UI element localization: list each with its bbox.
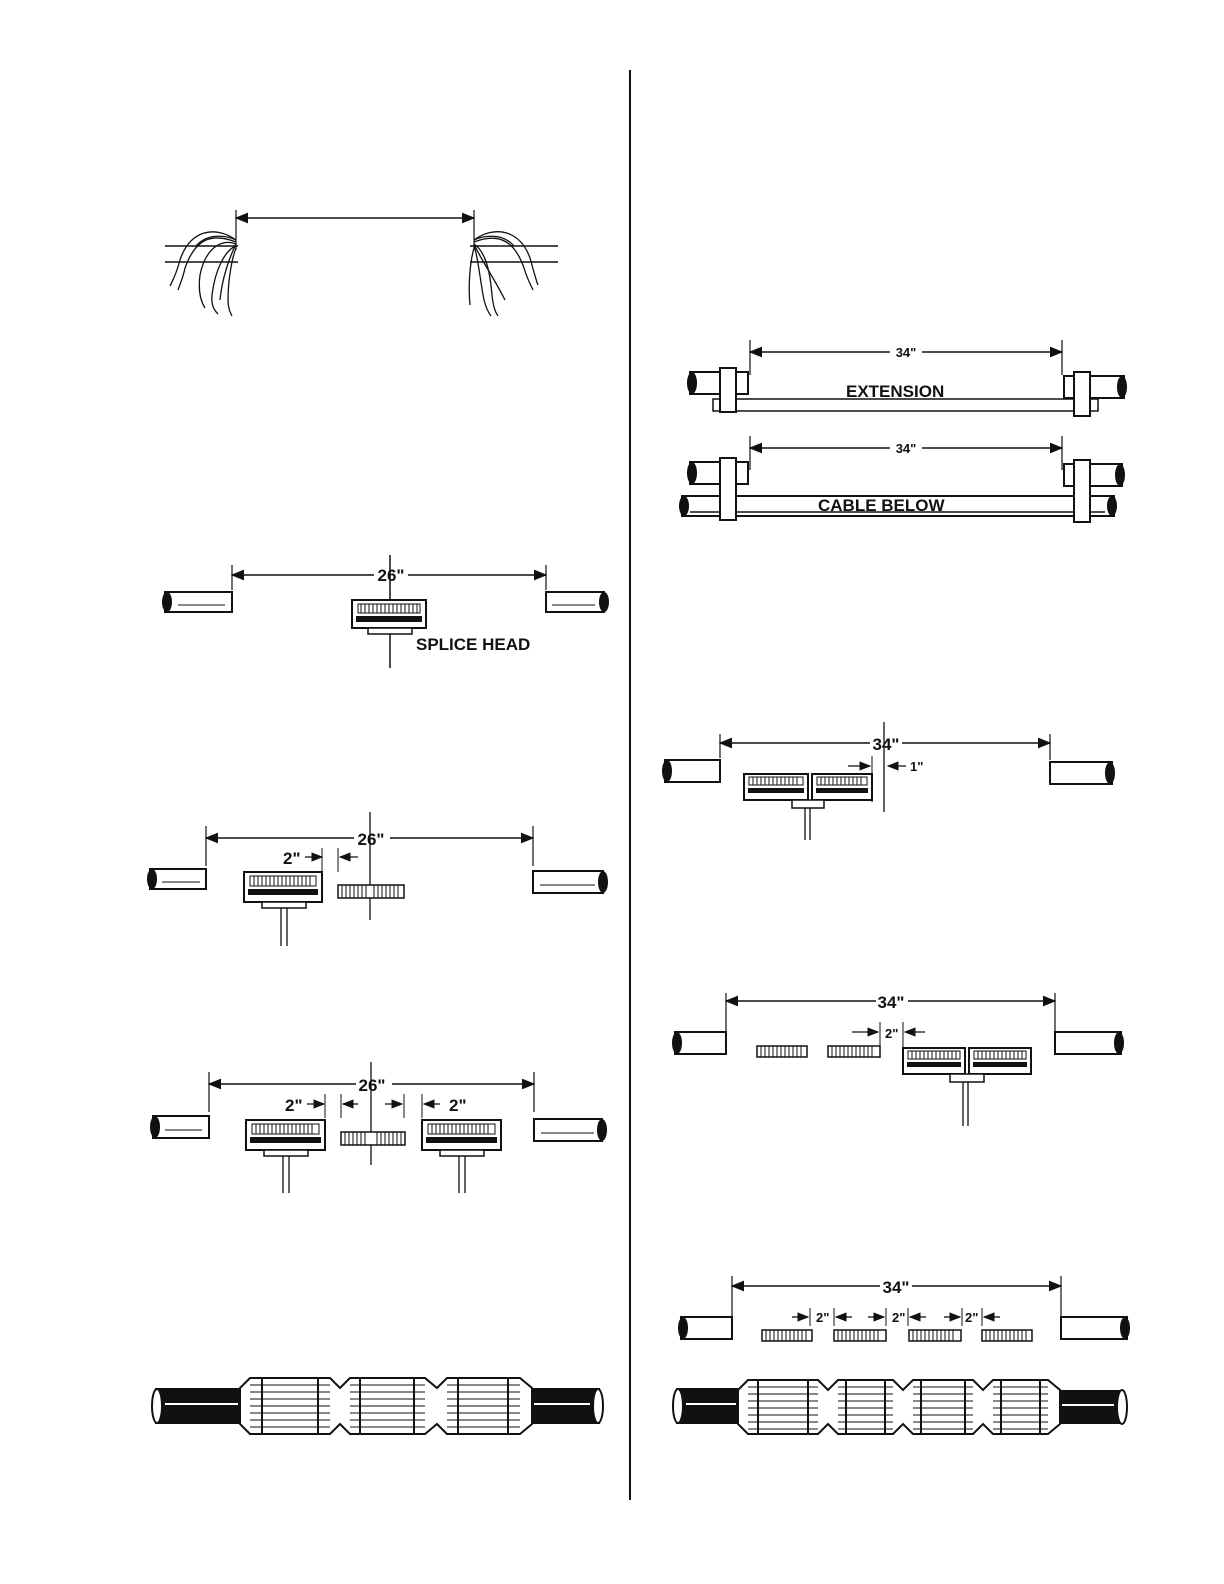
fig-26-splice-head: 26" SPLICE HEAD: [162, 555, 609, 668]
fig3-gap: 2": [283, 849, 301, 868]
connector-module: [338, 885, 404, 898]
fig-34-four-modules: 34" 2" 2" 2": [678, 1276, 1130, 1341]
splice-head-right: [422, 1120, 501, 1193]
four-modules-gap-1: 2": [816, 1310, 829, 1325]
cable-below-label: CABLE BELOW: [818, 496, 946, 515]
fig-34-double-head: 34" 1": [662, 722, 1115, 840]
two-modules-gap: 2": [885, 1026, 898, 1041]
cable-end-right: [546, 592, 609, 612]
double-head-offset: 1": [910, 759, 923, 774]
right-wire-bundle: [469, 232, 538, 316]
fig4-gap-right: 2": [449, 1096, 467, 1115]
extension-dimension: 34": [896, 345, 917, 360]
module-2: [828, 1046, 880, 1057]
four-modules-gap-3: 2": [965, 1310, 978, 1325]
fig-34-two-modules: 34" 2": [672, 993, 1124, 1126]
splice-head: [352, 600, 426, 634]
fig3-dimension: 26": [358, 830, 385, 849]
four-modules-gap-2: 2": [892, 1310, 905, 1325]
splice-head-left: [246, 1120, 325, 1193]
finished-splice-left: [152, 1378, 603, 1434]
cable-end-left: [162, 592, 232, 612]
module-1: [757, 1046, 807, 1057]
wire-bundle-figure: [165, 210, 558, 316]
fig-26-head-and-module: 26" 2": [147, 812, 608, 946]
left-wire-bundle: [170, 232, 236, 316]
splice-head: [244, 872, 322, 946]
two-modules-dimension: 34": [878, 993, 905, 1012]
splice-head-label: SPLICE HEAD: [416, 635, 530, 654]
double-head-dimension: 34": [873, 735, 900, 754]
fig2-dimension: 26": [378, 566, 405, 585]
connector-module: [341, 1132, 405, 1145]
cable-below-dimension: 34": [896, 441, 917, 456]
extension-label: EXTENSION: [846, 382, 944, 401]
cable-end-right: [534, 1119, 607, 1141]
fig-34-cable-below: 34" CABLE BELOW: [679, 436, 1125, 522]
four-modules-dimension: 34": [883, 1278, 910, 1297]
fig4-dimension: 26": [359, 1076, 386, 1095]
cable-end-right: [533, 871, 608, 893]
fig-26-two-heads: 26" 2" 2": [150, 1062, 607, 1193]
finished-splice-right: [673, 1380, 1127, 1434]
fig-34-extension: 34" EXTENSION: [687, 340, 1127, 416]
fig4-gap-left: 2": [285, 1096, 303, 1115]
cable-end-left: [147, 869, 206, 889]
cable-end-left: [150, 1116, 209, 1138]
